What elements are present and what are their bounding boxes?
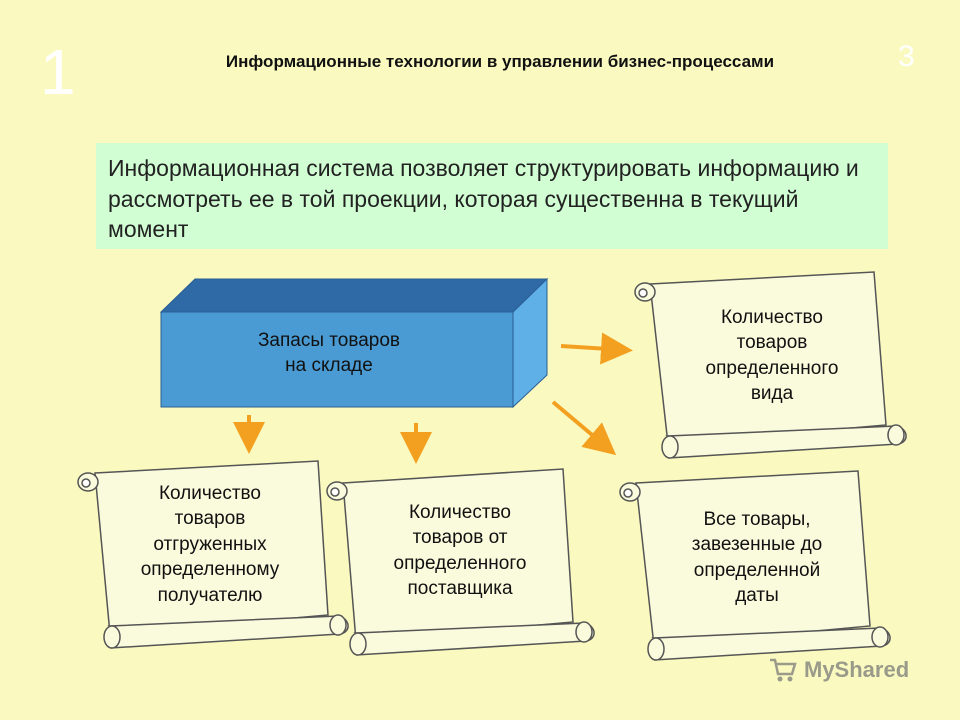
arrow-diagonal [551, 400, 617, 456]
scroll-bottom-right [619, 470, 891, 661]
scroll-bottom-left [77, 460, 349, 649]
scroll-label-line: Количество [158, 483, 262, 504]
slide-number: 1 [40, 36, 76, 108]
box-label-line-1: Запасы товаров [257, 330, 401, 351]
scroll-label-supplier: Количество товаров от определенного пост… [357, 500, 563, 602]
watermark-text: MyShared [804, 657, 910, 682]
watermark: MyShared [768, 656, 909, 684]
arrow-right [560, 332, 633, 365]
scroll-label-line: определенного [705, 357, 839, 379]
warehouse-box [159, 277, 549, 409]
scroll-label-type: Количество товаров определенного вида [672, 305, 872, 407]
scroll-bottom-middle [326, 468, 595, 656]
shopping-cart-icon [770, 658, 797, 682]
scroll-label-line: Количество [408, 502, 512, 523]
scroll-label-recipient: Количество товаров отгруженных определен… [104, 481, 316, 608]
scroll-label-line: определенной [693, 559, 821, 581]
scroll-label-line: завезенные до [691, 534, 823, 556]
scroll-label-line: товаров [174, 508, 246, 530]
warehouse-box-label: Запасы товаров на складе [215, 328, 443, 379]
scroll-label-line: Все товары, [703, 509, 811, 530]
scroll-label-line: получателю [157, 584, 263, 606]
scroll-label-line: даты [735, 585, 779, 607]
info-box: Информационная система позволяет структу… [96, 143, 888, 249]
scroll-label-line: товаров от [412, 527, 508, 549]
slide-title: Информационные технологии в управлении б… [225, 52, 775, 71]
slide-number-secondary: 3 [898, 40, 915, 73]
scroll-label-line: товаров [736, 332, 808, 354]
scroll-label-date: Все товары, завезенные до определенной д… [652, 507, 862, 609]
scroll-label-line: Количество [720, 307, 824, 328]
scroll-label-line: вида [750, 383, 794, 405]
scroll-label-line: определенному [140, 559, 280, 581]
scroll-label-line: отгруженных [153, 533, 267, 555]
scroll-top-right [634, 271, 907, 459]
scroll-label-line: определенного [393, 552, 527, 574]
box-label-line-2: на складе [285, 355, 373, 377]
scroll-label-line: поставщика [407, 578, 513, 600]
